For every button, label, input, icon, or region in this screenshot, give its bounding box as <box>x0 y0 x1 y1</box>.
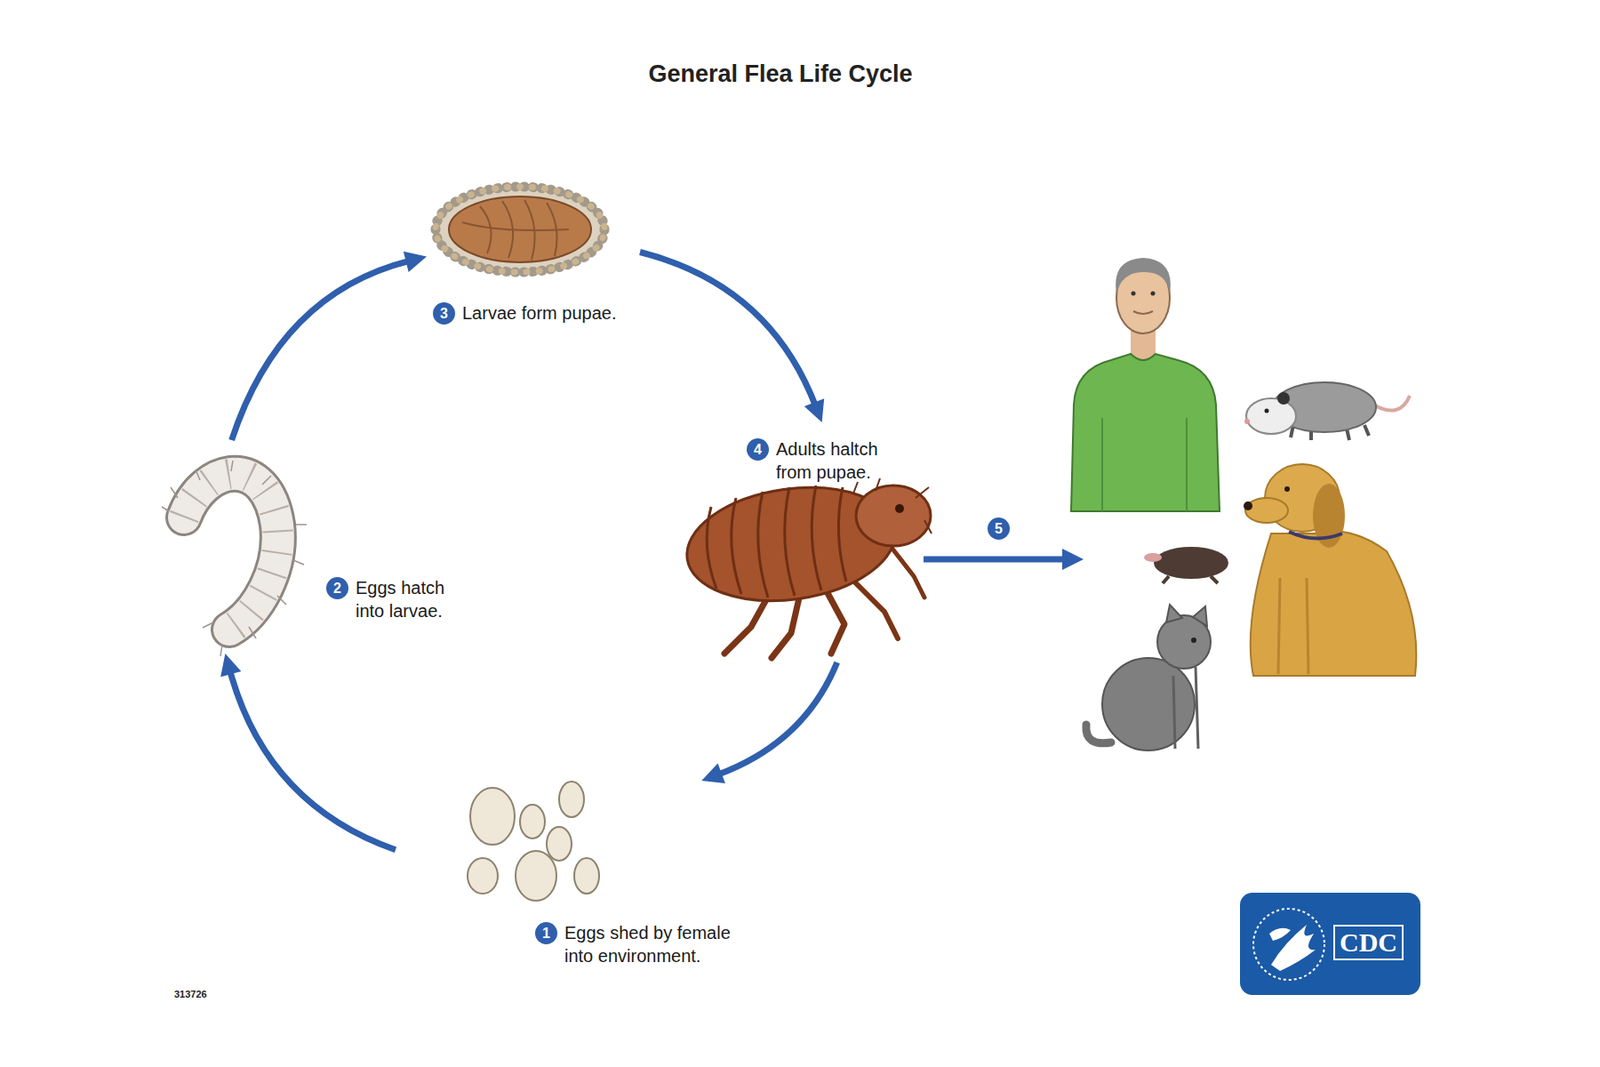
cycle-arrow <box>701 662 837 784</box>
human-host-part <box>1115 257 1171 294</box>
dog-host-part <box>1284 486 1290 492</box>
arrow-line <box>718 662 838 775</box>
opossum-host <box>1244 382 1410 440</box>
dog-host-part <box>1245 497 1288 523</box>
opossum-host-part <box>1264 408 1270 414</box>
cdc-logo-part <box>1253 908 1325 980</box>
cycle-arrow <box>640 251 824 423</box>
dog-host-part <box>1243 501 1253 511</box>
eggs-illustration-part <box>559 781 584 817</box>
dog-host-part <box>1250 531 1417 677</box>
eggs-illustration-part <box>574 857 600 894</box>
larva-illustration-part <box>184 473 279 630</box>
cdc-logo-part <box>1240 892 1421 995</box>
pupa-illustration-part <box>435 186 605 272</box>
cat-host-part <box>1191 637 1197 643</box>
mole-host <box>1144 546 1229 584</box>
adult-flea-illustration-part <box>826 591 845 654</box>
pupa-illustration-part <box>448 196 592 263</box>
cat-host-part <box>1166 604 1183 623</box>
dog-host-part <box>1278 577 1309 674</box>
dog-host-part <box>1288 531 1343 539</box>
larva-illustration-part <box>184 473 279 630</box>
dog-host <box>1243 464 1416 676</box>
larva-illustration <box>161 460 307 656</box>
stage-label-row: 2Eggs hatch into larvae. <box>326 576 470 623</box>
human-host-part <box>1131 291 1136 296</box>
mole-host-part <box>1144 552 1162 562</box>
stage-group: 3 Larvae form pupae. <box>426 182 640 331</box>
adult-flea-illustration <box>680 474 932 658</box>
adult-flea-illustration-part <box>853 478 932 534</box>
cdc-logo <box>1240 892 1421 995</box>
human-host-part <box>1102 417 1187 512</box>
opossum-host-part <box>1373 395 1410 411</box>
pupa-illustration-part <box>435 186 605 272</box>
eggs-illustration-part <box>467 857 498 894</box>
mole-host-part <box>1162 576 1218 584</box>
callout-number: 4 <box>746 438 769 461</box>
stage-label-row: 4 Adults haltch from pupae. <box>746 437 910 484</box>
stage-label: Adults haltch from pupae. <box>776 437 910 484</box>
cycle-arrow <box>232 251 427 440</box>
cycle-arrow <box>220 653 396 850</box>
pupa-illustration <box>435 186 605 272</box>
human-host-part <box>1133 311 1153 314</box>
cat-host-part <box>1086 724 1112 744</box>
logo-text: CDC <box>1333 924 1404 960</box>
human-host-part <box>1071 353 1220 512</box>
stage-label: Eggs hatch into larvae. <box>355 576 470 623</box>
stage-label-row: 1 Eggs shed by female into environment. <box>535 920 747 968</box>
opossum-host-part <box>1246 398 1296 434</box>
mole-host-part <box>1153 546 1229 579</box>
opossum-host-part <box>1277 392 1290 405</box>
cat-host-part <box>1102 657 1195 751</box>
adult-flea-illustration-part <box>771 593 800 658</box>
pupa-illustration-part <box>462 222 569 231</box>
cat-host-part <box>1192 606 1208 626</box>
adult-flea-illustration-part <box>888 544 925 598</box>
larva-illustration-part <box>184 473 279 630</box>
stage-group: 4 Adults haltch from pupae. <box>680 422 934 663</box>
callout-number: 2 <box>326 576 349 600</box>
human-host <box>1071 257 1220 512</box>
stage-label: Larvae form pupae. <box>462 301 616 325</box>
stage-label: Eggs shed by female into environment. <box>564 920 747 968</box>
cat-host-part <box>1173 666 1199 749</box>
arrow-line <box>640 251 816 406</box>
callout-number: 5 <box>987 517 1010 540</box>
cat-host <box>1086 604 1211 751</box>
stage-group: 1 Eggs shed by female into environment. <box>395 780 774 973</box>
callout-number: 1 <box>535 921 558 944</box>
eggs-illustration <box>467 781 600 901</box>
larva-illustration-part <box>161 460 307 656</box>
eggs-illustration-part <box>470 787 515 845</box>
adult-flea-illustration-part <box>706 485 847 598</box>
cdc-logo-part <box>1269 928 1291 941</box>
arrow-line <box>232 260 410 440</box>
human-host-part <box>1151 291 1156 296</box>
opossum-host-part <box>1244 418 1250 424</box>
stage-group: 2Eggs hatch into larvae. <box>164 440 485 654</box>
eggs-illustration-part <box>546 826 572 861</box>
eggs-illustration-part <box>515 850 557 901</box>
figure-code: 313726 <box>174 988 208 1000</box>
host-arrow <box>923 548 1084 570</box>
callout-number: 3 <box>432 302 456 325</box>
stage-label-row: 3 Larvae form pupae. <box>432 301 616 325</box>
host-arrow-part <box>1062 548 1084 570</box>
adult-flea-illustration-part <box>855 582 898 639</box>
diagram-title: General Flea Life Cycle <box>0 60 1561 88</box>
eggs-illustration-part <box>520 804 545 839</box>
adult-flea-illustration-part <box>895 504 904 513</box>
arrow-line <box>230 670 396 849</box>
host-arrow-part <box>923 556 1064 563</box>
